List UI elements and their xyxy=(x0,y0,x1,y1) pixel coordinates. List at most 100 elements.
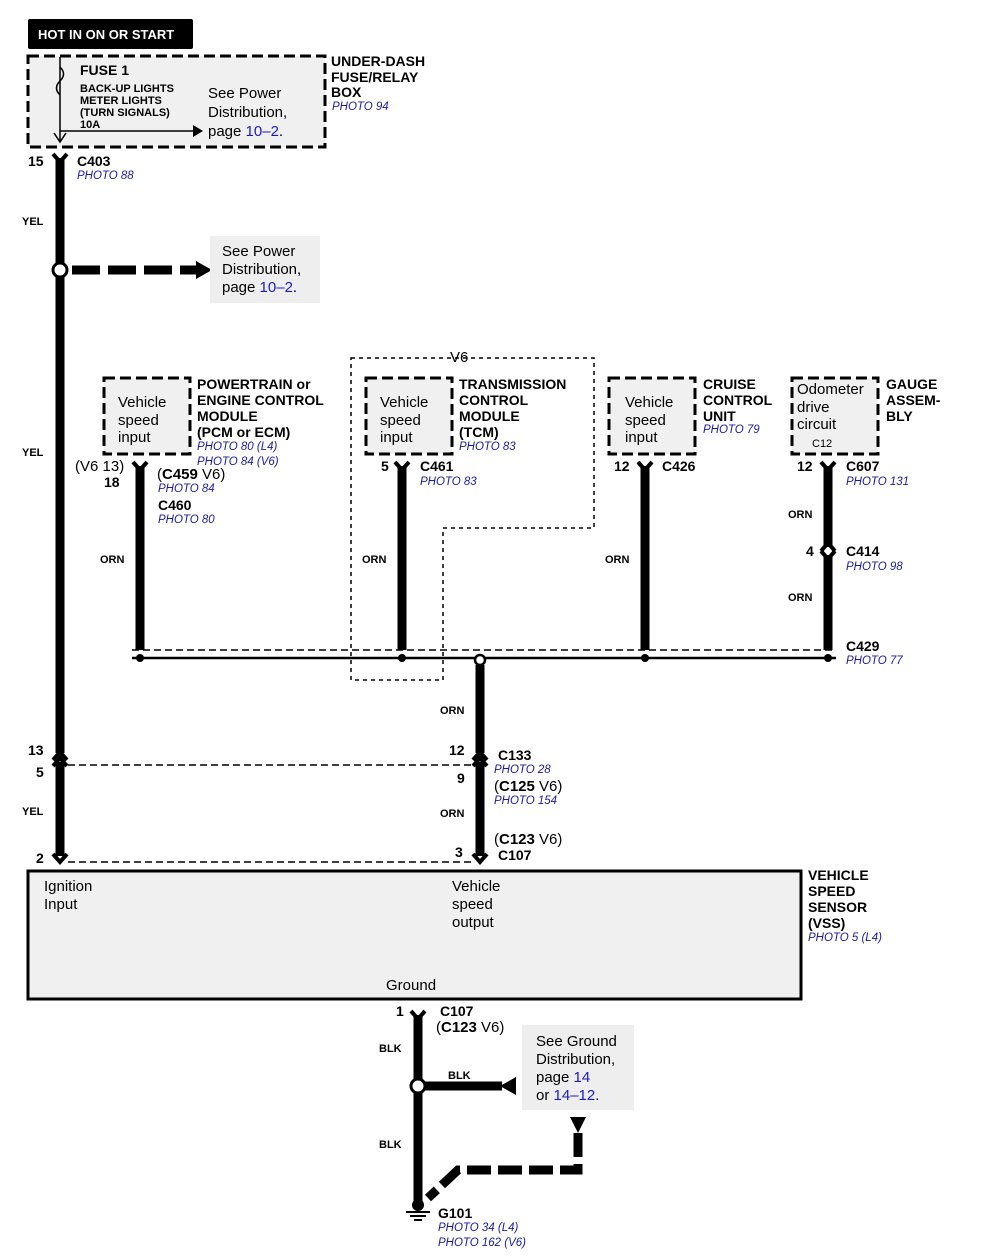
svg-text:PHOTO 5 (L4): PHOTO 5 (L4) xyxy=(808,932,882,944)
svg-text:PHOTO 84 (V6): PHOTO 84 (V6) xyxy=(197,456,279,468)
svg-text:(V6 13): (V6 13) xyxy=(75,458,124,475)
arrow-right-icon xyxy=(196,261,212,279)
svg-text:C460: C460 xyxy=(158,497,192,513)
svg-text:1: 1 xyxy=(396,1003,404,1019)
svg-text:Vehicle: Vehicle xyxy=(380,394,428,411)
svg-text:ORN: ORN xyxy=(788,509,813,521)
svg-text:output: output xyxy=(452,914,495,931)
hot-in-on-or-start-badge: HOT IN ON OR START xyxy=(28,19,193,49)
svg-text:C403: C403 xyxy=(77,153,111,169)
svg-text:C461: C461 xyxy=(420,458,454,474)
c107-right-connector-icon xyxy=(471,852,489,866)
svg-text:Vehicle: Vehicle xyxy=(118,394,166,411)
svg-text:METER LIGHTS: METER LIGHTS xyxy=(80,95,162,107)
svg-text:12: 12 xyxy=(797,458,813,474)
svg-text:12: 12 xyxy=(449,742,465,758)
svg-text:See Power: See Power xyxy=(208,85,281,102)
svg-text:MODULE: MODULE xyxy=(197,408,258,424)
svg-text:VEHICLE: VEHICLE xyxy=(808,867,869,883)
c107-left-connector-icon xyxy=(51,852,69,866)
svg-text:PHOTO 84: PHOTO 84 xyxy=(158,483,215,495)
svg-text:C426: C426 xyxy=(662,458,696,474)
c133-left-connector-icon xyxy=(51,748,69,762)
arrow-right-icon xyxy=(193,125,203,137)
tcm-input-box xyxy=(364,376,454,456)
svg-text:2: 2 xyxy=(36,850,44,866)
svg-text:PHOTO 34 (L4): PHOTO 34 (L4) xyxy=(438,1222,518,1234)
cruise-input-box xyxy=(607,376,697,456)
svg-text:15: 15 xyxy=(28,153,44,169)
arrow-down-icon xyxy=(570,1117,586,1133)
svg-text:C107: C107 xyxy=(498,847,532,863)
fuse-title: FUSE 1 xyxy=(80,62,129,78)
svg-text:input: input xyxy=(625,429,658,446)
svg-text:BLK: BLK xyxy=(379,1139,402,1151)
pcm-input-box xyxy=(102,376,192,456)
svg-text:TRANSMISSION: TRANSMISSION xyxy=(459,376,566,392)
v6-region xyxy=(350,357,595,681)
svg-text:FUSE/RELAY: FUSE/RELAY xyxy=(331,69,419,85)
svg-text:ORN: ORN xyxy=(362,554,387,566)
svg-text:C12: C12 xyxy=(812,438,832,450)
ground-icon xyxy=(406,1199,430,1221)
svg-text:ASSEM-: ASSEM- xyxy=(886,392,941,408)
svg-text:BLK: BLK xyxy=(379,1043,402,1055)
svg-text:C429: C429 xyxy=(846,638,880,654)
splice-dot xyxy=(51,261,69,279)
svg-text:18: 18 xyxy=(104,474,120,490)
svg-text:PHOTO 77: PHOTO 77 xyxy=(846,655,903,667)
svg-text:5: 5 xyxy=(36,764,44,780)
svg-text:ORN: ORN xyxy=(605,554,630,566)
svg-text:ENGINE CONTROL: ENGINE CONTROL xyxy=(197,392,324,408)
svg-text:(TCM): (TCM) xyxy=(459,424,499,440)
svg-text:(C125 V6): (C125 V6) xyxy=(494,778,562,795)
svg-text:Odometer: Odometer xyxy=(797,381,864,398)
svg-text:Distribution,: Distribution, xyxy=(222,261,301,278)
svg-text:See Power: See Power xyxy=(222,243,295,260)
svg-text:5: 5 xyxy=(381,458,389,474)
svg-text:YEL: YEL xyxy=(22,447,44,459)
splice-dot xyxy=(473,653,487,667)
svg-text:(PCM or ECM): (PCM or ECM) xyxy=(197,424,290,440)
svg-text:Distribution,: Distribution, xyxy=(536,1051,615,1068)
svg-text:ORN: ORN xyxy=(440,808,465,820)
svg-text:GAUGE: GAUGE xyxy=(886,376,937,392)
svg-text:SPEED: SPEED xyxy=(808,883,855,899)
svg-text:ORN: ORN xyxy=(440,705,465,717)
c414-connector-icon xyxy=(819,539,837,553)
svg-text:input: input xyxy=(380,429,413,446)
under-dash-fuse-relay-box: FUSE 1 BACK-UP LIGHTS METER LIGHTS (TURN… xyxy=(26,54,327,149)
ground-ref-page-link-1[interactable]: 14 xyxy=(574,1069,591,1086)
svg-text:(C123 V6): (C123 V6) xyxy=(494,831,562,848)
svg-text:UNIT: UNIT xyxy=(703,408,736,424)
svg-text:POWERTRAIN or: POWERTRAIN or xyxy=(197,376,311,392)
svg-text:G101: G101 xyxy=(438,1205,472,1221)
svg-text:page 14: page 14 xyxy=(536,1069,590,1086)
svg-text:PHOTO 94: PHOTO 94 xyxy=(332,101,389,113)
svg-text:speed: speed xyxy=(118,412,159,429)
fuse-symbol-icon xyxy=(55,66,65,96)
svg-text:circuit: circuit xyxy=(797,416,837,433)
c133-right-connector-icon xyxy=(471,748,489,762)
svg-text:CRUISE: CRUISE xyxy=(703,376,756,392)
fuse-box-page-link[interactable]: 10–2 xyxy=(246,123,279,140)
vss-box xyxy=(26,869,803,1001)
svg-text:Ground: Ground xyxy=(386,977,436,994)
svg-text:PHOTO 154: PHOTO 154 xyxy=(494,795,557,807)
svg-text:C414: C414 xyxy=(846,543,880,559)
svg-text:13: 13 xyxy=(28,742,44,758)
svg-text:(C123 V6): (C123 V6) xyxy=(436,1019,504,1036)
power-ref-page-link[interactable]: 10–2 xyxy=(260,279,293,296)
svg-text:page 10–2.: page 10–2. xyxy=(222,279,297,296)
svg-text:C607: C607 xyxy=(846,458,880,474)
svg-text:PHOTO 98: PHOTO 98 xyxy=(846,561,903,573)
svg-text:input: input xyxy=(118,429,151,446)
svg-text:PHOTO 131: PHOTO 131 xyxy=(846,476,909,488)
svg-text:ORN: ORN xyxy=(100,554,125,566)
svg-text:Vehicle: Vehicle xyxy=(452,878,500,895)
svg-text:page 10–2.: page 10–2. xyxy=(208,123,283,140)
svg-text:BLY: BLY xyxy=(886,408,913,424)
svg-text:C133: C133 xyxy=(498,747,532,763)
ground-ref-page-link-2[interactable]: 14–12 xyxy=(554,1087,596,1104)
